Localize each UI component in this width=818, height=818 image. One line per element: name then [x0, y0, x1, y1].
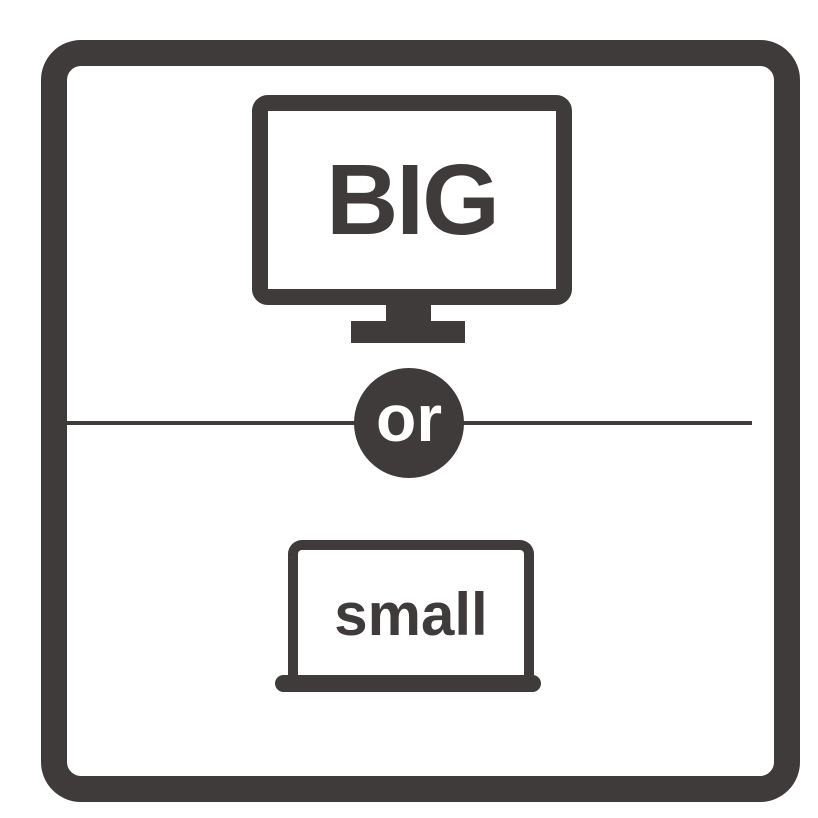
or-label: or [376, 381, 442, 455]
laptop-icon: small [288, 540, 534, 680]
monitor-icon: BIG [252, 95, 572, 305]
monitor-stand-base [351, 321, 465, 343]
monitor-stand-neck [386, 290, 431, 324]
or-badge: or [354, 368, 464, 478]
big-label: BIG [326, 144, 500, 256]
laptop-base [275, 675, 541, 692]
small-label: small [334, 581, 488, 648]
